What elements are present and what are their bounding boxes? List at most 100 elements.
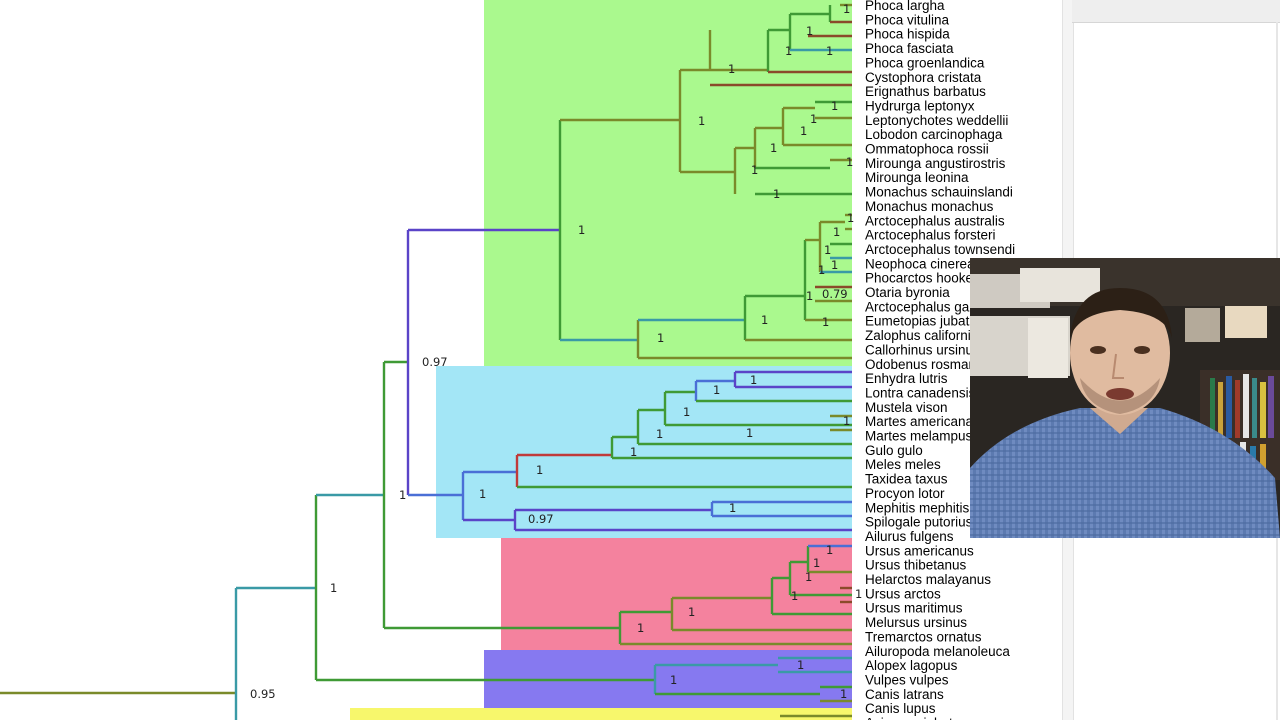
support-value: 1 [656,427,663,441]
taxon-label: Phoca largha [865,0,945,13]
taxon-label: Canis latrans [865,687,944,702]
support-value: 1 [797,658,804,672]
taxon-label: Taxidea taxus [865,472,948,487]
taxon-label: Mirounga leonina [865,170,969,185]
support-value: 1 [536,463,543,477]
taxon-label: Otaria byronia [865,285,950,300]
taxon-label: Alopex lagopus [865,658,958,673]
taxon-label: Ursus arctos [865,586,941,601]
taxon-label: Arctocephalus forsteri [865,228,996,243]
support-value: 1 [578,223,585,237]
taxon-label: Eumetopias jubatus [865,314,984,329]
clade-box-cyan [436,366,852,538]
taxon-label: Erignathus barbatus [865,84,986,99]
support-value: 1 [746,426,753,440]
taxon-label: Meles meles [865,457,941,472]
taxon-label: Melursus ursinus [865,615,967,630]
taxon-label: Lobodon carcinophaga [865,127,1003,142]
support-value: 1 [805,570,812,584]
taxon-label: Phoca vitulina [865,12,950,27]
clade-box-green [484,0,852,366]
support-value: 1 [688,605,695,619]
taxon-label: Acinonyx jubatus [865,716,967,720]
support-value: 1 [479,487,486,501]
presenter-webcam [970,258,1280,538]
support-value: 1 [713,383,720,397]
support-value: 1 [806,289,813,303]
taxon-label: Monachus monachus [865,199,994,214]
taxon-label: Tremarctos ornatus [865,629,982,644]
taxon-label: Procyon lotor [865,486,945,501]
support-value: 1 [840,687,847,701]
taxon-label: Leptonychotes weddellii [865,113,1008,128]
support-value: 1 [751,163,758,177]
taxon-label: Hydrurga leptonyx [865,99,975,114]
taxon-label: Martes americana [865,414,974,429]
taxon-label: Ursus americanus [865,543,974,558]
support-value: 1 [806,24,813,38]
taxon-label: Phoca groenlandica [865,55,985,70]
taxon-label: Mustela vison [865,400,948,415]
taxon-label: Odobenus rosmarus [865,357,988,372]
support-value: 1 [847,211,854,225]
taxon-label: Ailurus fulgens [865,529,954,544]
support-value: 1 [750,373,757,387]
support-value: 1 [770,141,777,155]
support-value: 1 [810,112,817,126]
taxon-label: Phocarctos hookeri [865,271,981,286]
taxon-label: Phoca fasciata [865,41,954,56]
support-value: 1 [683,405,690,419]
support-value: 0.95 [250,687,276,701]
taxon-label: Neophoca cinerea [865,256,975,271]
support-value: 1 [791,589,798,603]
support-value: 1 [831,99,838,113]
support-value: 1 [843,2,850,16]
support-value: 1 [785,44,792,58]
support-value: 0.97 [422,355,448,369]
support-value: 1 [846,155,853,169]
clade-box-yellow [350,708,852,720]
taxon-label: Enhydra lutris [865,371,948,386]
support-value: 1 [813,556,820,570]
support-value: 0.79 [822,287,848,301]
taxon-label: Martes melampus [865,429,973,444]
support-value: 1 [773,187,780,201]
taxon-label: Lontra canadensis [865,385,976,400]
taxon-label: Mirounga angustirostris [865,156,1006,171]
support-value: 1 [855,587,862,601]
taxon-label: Zalophus californianus [865,328,1000,343]
taxon-label: Arctocephalus townsendi [865,242,1015,257]
taxon-label: Arctocephalus australis [865,213,1005,228]
support-value: 1 [761,313,768,327]
support-value: 1 [399,488,406,502]
support-value: 1 [833,225,840,239]
taxon-label: Helarctos malayanus [865,572,991,587]
support-value: 1 [630,445,637,459]
taxon-label: Arctocephalus gazella [865,299,998,314]
support-value: 1 [330,581,337,595]
taxon-label: Ommatophoca rossii [865,142,989,157]
taxon-label: Vulpes vulpes [865,672,949,687]
panel-header [1072,0,1280,23]
support-value: 1 [818,263,825,277]
taxon-label: Canis lupus [865,701,936,716]
support-value: 1 [800,124,807,138]
taxon-label: Mephitis mephitis [865,500,970,515]
taxon-label: Phoca hispida [865,27,950,42]
support-value: 1 [729,501,736,515]
support-value: 1 [670,673,677,687]
support-value: 1 [843,414,850,428]
taxon-label: Ursus thibetanus [865,558,967,573]
support-value: 1 [824,243,831,257]
taxon-label: Gulo gulo [865,443,923,458]
support-value: 1 [822,315,829,329]
taxon-label: Ursus maritimus [865,601,963,616]
support-value: 0.97 [528,512,554,526]
support-value: 1 [831,258,838,272]
taxon-label: Cystophora cristata [865,70,982,85]
support-value: 1 [657,331,664,345]
support-value: 1 [637,621,644,635]
taxon-label: Ailuropoda melanoleuca [865,644,1010,659]
support-value: 1 [698,114,705,128]
